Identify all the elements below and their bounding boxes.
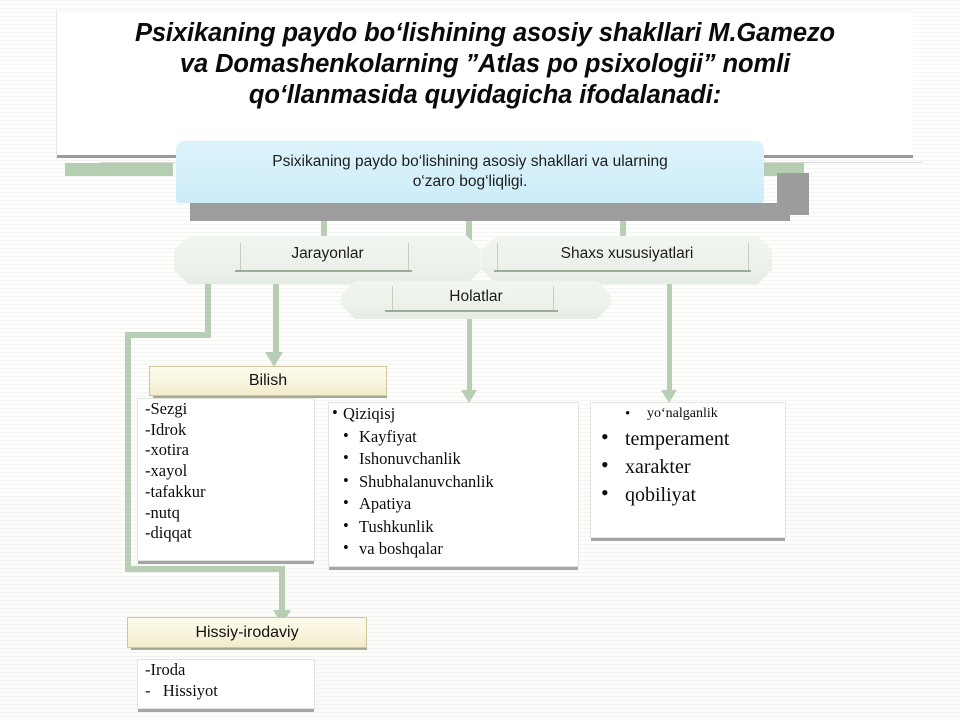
- list-item: •qobiliyat: [601, 480, 697, 506]
- header-bilish-label: Bilish: [248, 372, 288, 389]
- category-holatlar-underline: [385, 310, 558, 312]
- list-item: •xarakter: [601, 452, 691, 478]
- list-item: -tafakkur: [145, 481, 206, 501]
- list-item: •yo‘nalganlik: [591, 403, 785, 425]
- list-item: •Kayfiyat: [343, 425, 417, 446]
- bullet-icon: •: [601, 452, 609, 477]
- category-shaxs-tick-left: [497, 243, 498, 270]
- bullet-icon: •: [343, 448, 349, 467]
- list-item: - Hissiyot: [145, 680, 218, 700]
- category-holatlar-label: Holatlar: [449, 288, 503, 305]
- arrow-into-holatlar-list: [461, 390, 477, 403]
- list-item: •Tushkunlik: [343, 515, 434, 536]
- root-node[interactable]: Psixikaning paydo bo‘lishining asosiy sh…: [176, 141, 764, 203]
- list-item: -xotira: [145, 440, 189, 460]
- bullet-icon: •: [343, 515, 349, 535]
- list-shaxs: •yo‘nalganlik •temperament •xarakter •qo…: [590, 402, 786, 541]
- connector-root-to-jarayonlar: [321, 200, 327, 244]
- list-shaxs-items: •yo‘nalganlik •temperament •xarakter •qo…: [591, 403, 785, 509]
- category-holatlar[interactable]: [341, 281, 611, 319]
- list-item: -Sezgi: [145, 399, 188, 418]
- arrow-into-shaxs-list: [661, 390, 677, 403]
- bullet-icon: •: [343, 493, 349, 512]
- header-bilish[interactable]: Bilish: [149, 366, 387, 396]
- list-hissiy-irodaviy: -Iroda - Hissiyot: [137, 659, 315, 712]
- connector-jarayonlar-elbow-h1: [125, 332, 211, 338]
- list-shaxs-underline: [591, 538, 785, 541]
- connector-root-to-shaxs: [620, 200, 626, 244]
- bullet-icon: •: [343, 425, 349, 445]
- list-item: •Ishonuvchanlik: [343, 448, 461, 468]
- list-bilish-items: -Sezgi -Idrok -xotira -xayol -tafakkur -…: [138, 399, 314, 544]
- list-item: •Shubhalanuvchanlik: [343, 470, 494, 491]
- category-jarayonlar-tick-right: [408, 243, 409, 270]
- connector-jarayonlar-elbow-v2: [125, 332, 131, 572]
- bullet-icon: •: [332, 403, 338, 422]
- list-item: -nutq: [145, 502, 180, 522]
- list-item: -Iroda: [145, 660, 186, 679]
- list-bilish-underline: [138, 561, 314, 564]
- list-item: -diqqat: [145, 523, 192, 543]
- category-jarayonlar-label: Jarayonlar: [291, 245, 364, 262]
- list-item: -xayol: [145, 461, 188, 481]
- connector-shaxs-to-list: [667, 278, 672, 392]
- header-hissiy-irodaviy[interactable]: Hissiy-irodaviy: [127, 617, 367, 648]
- list-holatlar-underline: [329, 567, 578, 570]
- bullet-icon: •: [343, 470, 349, 490]
- root-node-label: Psixikaning paydo bo‘lishining asosiy sh…: [272, 153, 668, 190]
- list-item: •Apatiya: [343, 493, 412, 513]
- bullet-icon: •: [625, 406, 631, 422]
- category-shaxs-xususiyatlari[interactable]: [482, 236, 772, 284]
- accent-bar-left: [65, 163, 173, 176]
- connector-jarayonlar-elbow-v1: [205, 278, 211, 338]
- category-shaxs-underline: [494, 270, 751, 272]
- bullet-icon: •: [601, 480, 609, 505]
- list-holatlar-items: •Qiziqisj •Kayfiyat •Ishonuvchanlik •Shu…: [329, 403, 578, 561]
- list-item: -Idrok: [145, 419, 187, 439]
- bullet-icon: •: [343, 538, 349, 557]
- root-box-shadow: [190, 203, 790, 221]
- connector-jarayonlar-elbow-h2: [125, 566, 285, 572]
- list-item: •Qiziqisj: [332, 403, 396, 423]
- title-card: [56, 10, 913, 159]
- bullet-icon: •: [601, 424, 609, 449]
- category-jarayonlar[interactable]: [174, 236, 481, 284]
- connector-holatlar-to-list: [467, 318, 472, 392]
- category-holatlar-tick-right: [553, 286, 554, 310]
- category-shaxs-xususiyatlari-label: Shaxs xususiyatlari: [560, 245, 694, 262]
- category-jarayonlar-tick-left: [240, 243, 241, 270]
- page-title: Psixikaning paydo bo‘lishining asosiy sh…: [134, 19, 836, 109]
- connector-jarayonlar-to-bilish: [273, 278, 279, 354]
- list-item: •va boshqalar: [343, 538, 443, 558]
- list-holatlar: •Qiziqisj •Kayfiyat •Ishonuvchanlik •Shu…: [328, 402, 579, 570]
- connector-jarayonlar-elbow-v3: [279, 566, 285, 614]
- category-jarayonlar-underline: [235, 270, 412, 272]
- list-hissiy-irodaviy-items: -Iroda - Hissiyot: [138, 660, 314, 701]
- category-holatlar-tick-left: [392, 286, 393, 310]
- arrow-into-bilish: [265, 352, 283, 367]
- list-hissiy-irodaviy-underline: [138, 709, 314, 712]
- category-shaxs-tick-right: [748, 243, 749, 270]
- list-item: •temperament: [601, 424, 730, 450]
- header-hissiy-irodaviy-label: Hissiy-irodaviy: [195, 623, 299, 641]
- list-bilish: -Sezgi -Idrok -xotira -xayol -tafakkur -…: [137, 398, 315, 564]
